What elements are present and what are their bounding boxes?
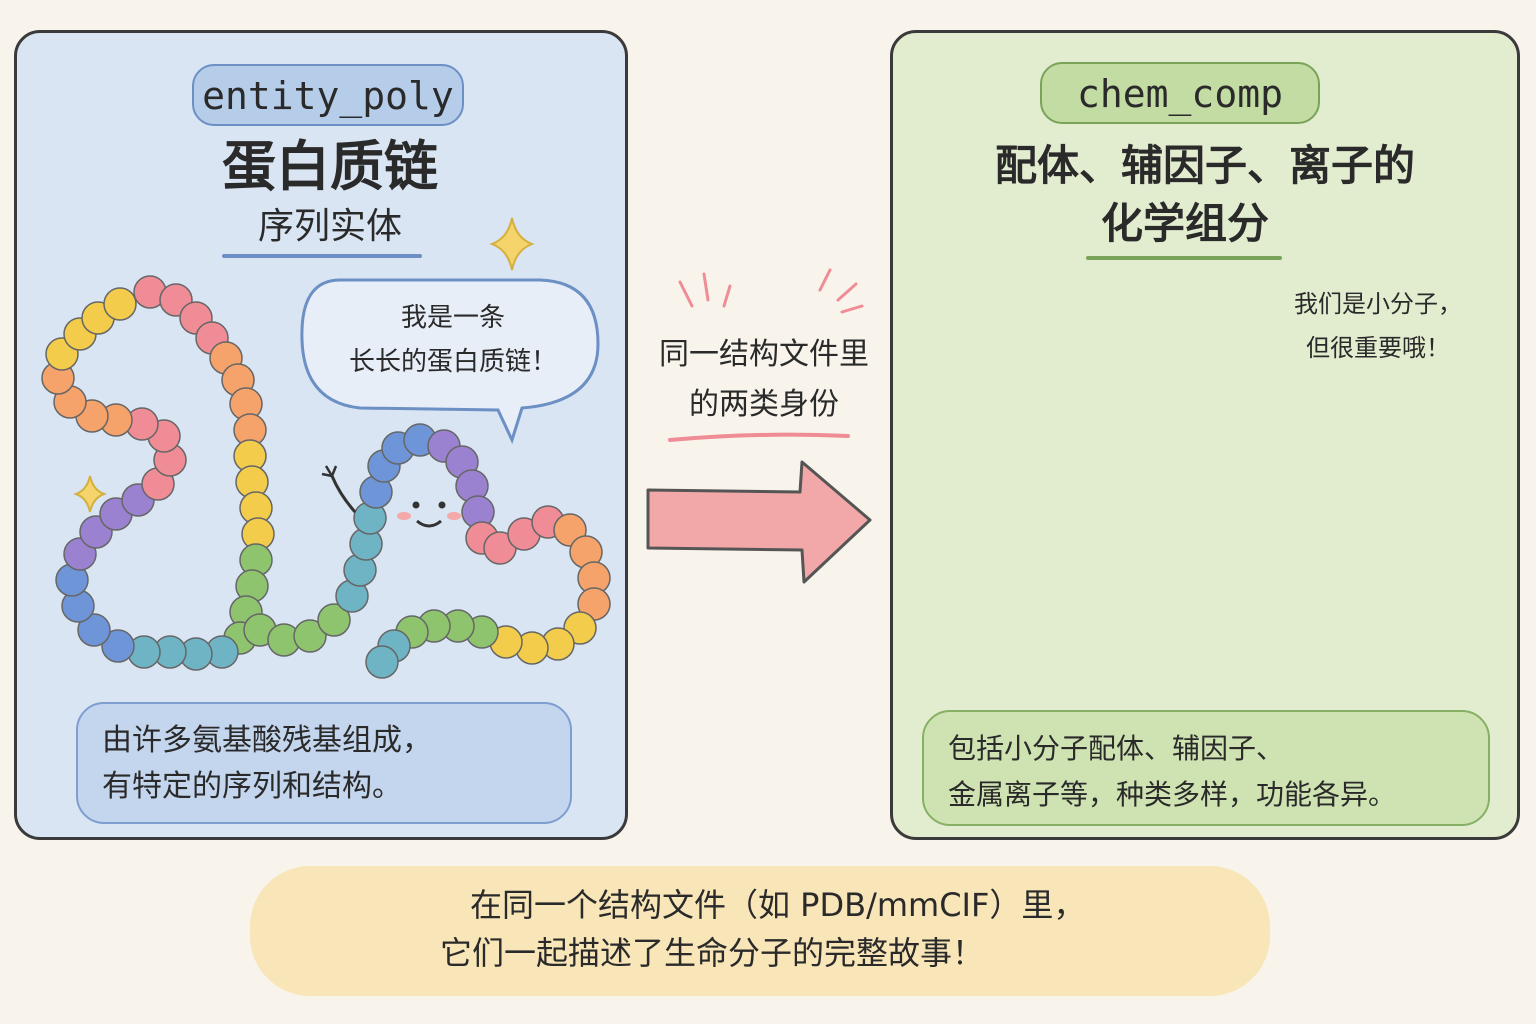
middle-label-line-1: 同一结构文件里 (659, 337, 869, 372)
sequence-entity-subtitle: 序列实体 (257, 206, 402, 247)
summary-line-1: 在同一个结构文件（如 PDB/mmCIF）里， (470, 886, 1086, 924)
middle-label: 同一结构文件里 的两类身份 (644, 330, 884, 430)
protein-chain-description: 由许多氨基酸残基组成， 有特定的序列和结构。 (76, 702, 572, 824)
arrow-icon (646, 460, 872, 584)
protein-bubble-line-2: 长长的蛋白质链！ (348, 347, 557, 377)
small-molecule-bubble-line-1: 我们是小分子， (1294, 290, 1462, 318)
summary-line-2: 它们一起描述了生命分子的完整故事！ (440, 934, 985, 972)
chem-comp-tag: chem_comp (1040, 62, 1320, 124)
protein-note-line-2: 有特定的序列和结构。 (102, 769, 402, 804)
chem-note-line-1: 包括小分子配体、辅因子、 (948, 732, 1285, 765)
chem-note-line-2: 金属离子等，种类多样，功能各异。 (948, 778, 1397, 811)
entity-poly-tag: entity_poly (192, 64, 464, 126)
protein-bubble-text: 我是一条 长长的蛋白质链！ (318, 296, 588, 384)
subtitle-underline (222, 254, 422, 258)
chemical-component-description: 包括小分子配体、辅因子、 金属离子等，种类多样，功能各异。 (922, 710, 1490, 826)
bottom-summary-banner (250, 866, 1270, 996)
small-molecule-bubble-line-2: 但很重要哦！ (1306, 334, 1450, 362)
protein-chain-title: 蛋白质链 (222, 135, 438, 198)
chemical-component-title: 配体、辅因子、离子的 (994, 141, 1415, 190)
subtitle-underline (1086, 256, 1282, 260)
chemical-component-panel (890, 30, 1520, 840)
protein-note-line-1: 由许多氨基酸残基组成， (102, 723, 432, 758)
middle-label-line-2: 的两类身份 (689, 387, 839, 422)
protein-bubble-line-1: 我是一条 (400, 303, 505, 333)
small-molecule-bubble-text: 我们是小分子， 但很重要哦！ (1278, 282, 1478, 370)
chemical-component-subtitle: 化学组分 (1100, 199, 1269, 248)
